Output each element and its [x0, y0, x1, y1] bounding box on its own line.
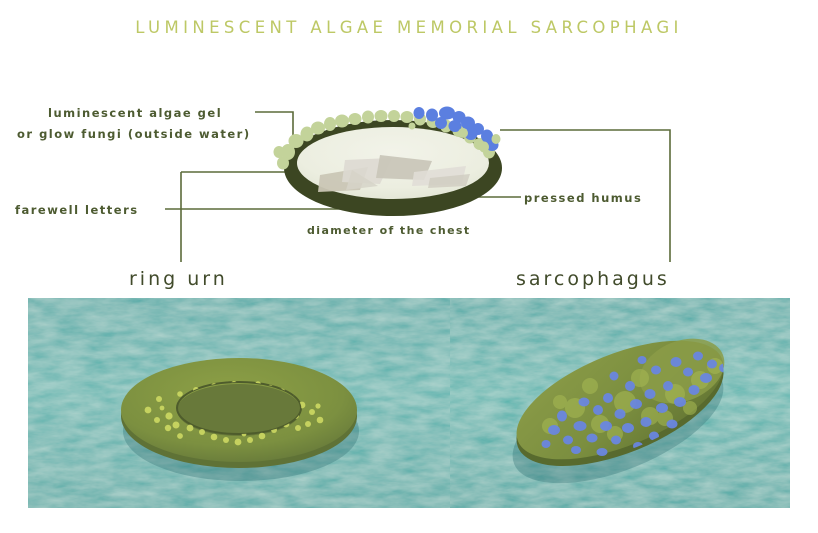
photo-strip [28, 298, 790, 508]
ring-urn-cross-section [273, 106, 502, 216]
farewell-letter-fragments [318, 155, 470, 192]
leader-algae-gel [255, 111, 294, 140]
diagram-graphic [165, 106, 671, 262]
photo-sarcophagus [450, 298, 790, 508]
diagram-cross-section: luminescent algae gel or glow fungi (out… [15, 106, 671, 290]
callout-diameter-of-chest: diameter of the chest [307, 224, 471, 237]
urn-center-hole [177, 384, 301, 436]
algae-gel-blobs-blue [413, 106, 499, 151]
specimen-label-sarcophagus: sarcophagus [516, 268, 670, 290]
sarcophagus-island [516, 338, 729, 466]
photo-ring-urn [28, 298, 450, 508]
specimen-label-ring-urn: ring urn [129, 268, 228, 290]
page-title: LUMINESCENT ALGAE MEMORIAL SARCOPHAGI [135, 18, 683, 37]
callout-pressed-humus: pressed humus [524, 191, 643, 205]
callout-farewell-letters: farewell letters [15, 203, 139, 217]
callout-algae-gel-line2: or glow fungi (outside water) [17, 127, 251, 141]
algae-gel-blobs-green-overlay [408, 122, 501, 153]
ring-urn-island [121, 358, 357, 468]
leader-sarcophagus [500, 129, 671, 262]
callout-algae-gel-line1: luminescent algae gel [48, 106, 223, 120]
